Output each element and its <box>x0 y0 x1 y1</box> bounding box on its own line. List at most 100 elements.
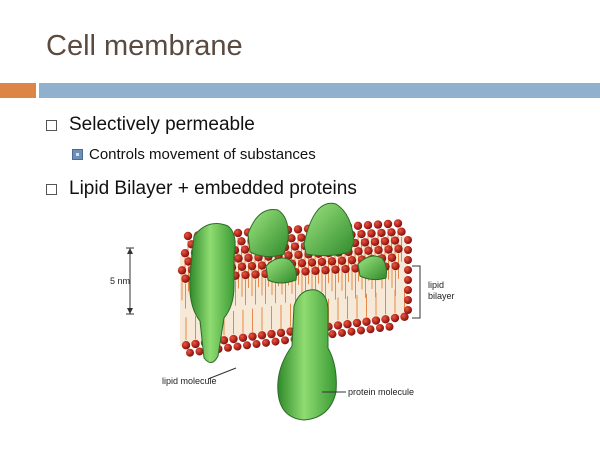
lipid-head <box>281 336 289 345</box>
protein-top-center <box>247 209 289 258</box>
lipid-head <box>390 236 400 245</box>
lipid-head <box>184 257 193 266</box>
lipid-head <box>343 320 352 329</box>
lipid-head <box>252 340 261 349</box>
scale-bar <box>126 247 134 315</box>
lipid-head <box>347 327 356 336</box>
lipid-head <box>366 325 375 334</box>
lipid-head <box>219 336 229 345</box>
lipid-head <box>287 234 296 243</box>
lipid-head <box>229 334 238 344</box>
lipid-head <box>364 246 373 255</box>
lipid-head <box>373 220 383 229</box>
bullet-square-icon <box>46 183 57 195</box>
lipid-head <box>347 255 357 265</box>
lipid-head <box>374 245 383 255</box>
lipid-head <box>363 221 373 230</box>
bullet-1-text: Selectively permeable <box>69 114 255 135</box>
bullet-1: Selectively permeable <box>46 114 255 136</box>
lipid-head <box>333 321 343 330</box>
bullet-2-text: Lipid Bilayer + embedded proteins <box>69 178 357 199</box>
lipid-head <box>404 296 412 304</box>
lipid-head <box>257 331 267 340</box>
lipid-head <box>387 253 397 262</box>
lipid-head <box>177 266 187 275</box>
lipid-head <box>224 343 232 352</box>
protein-mid <box>265 257 297 284</box>
lipid-head <box>360 238 370 247</box>
lipid-head <box>233 228 243 238</box>
lipid-head <box>384 245 393 254</box>
lipid-head <box>237 262 247 271</box>
lipid-bilayer-diagram: 5 nm lipid bilayer lipid molecule protei… <box>110 202 455 421</box>
lipid-head <box>248 332 257 341</box>
lipid-head <box>357 229 366 239</box>
lipid-head <box>328 330 337 339</box>
lipid-head <box>351 264 360 273</box>
lipid-head <box>337 256 347 265</box>
lipid-head <box>276 328 286 338</box>
membrane-figure: 5 nm lipid bilayer lipid molecule protei… <box>108 196 468 446</box>
lipid-head <box>293 225 303 234</box>
lipid-head <box>391 261 400 271</box>
lipid-head <box>367 229 376 238</box>
lipid-head <box>247 261 257 271</box>
sub-bullet-1-text: Controls movement of substances <box>89 146 316 163</box>
lipid-callout-line <box>207 367 237 380</box>
lipid-head <box>321 266 330 275</box>
lipid-head <box>404 246 412 254</box>
lipid-head <box>404 256 412 264</box>
lipid-head <box>352 318 362 328</box>
lipid-head <box>371 316 381 325</box>
lipid-head <box>317 257 327 267</box>
lipid-head <box>301 267 310 276</box>
lipid-head <box>370 237 380 246</box>
lipid-head <box>181 341 191 350</box>
lipid-head <box>244 253 253 263</box>
sub-bullet-square-icon <box>72 149 83 160</box>
lipid-head <box>341 264 350 274</box>
lipid-head <box>243 341 251 350</box>
lipid-label: lipid molecule <box>162 376 217 386</box>
lipid-head <box>311 266 320 276</box>
layer-label-2: bilayer <box>428 291 455 301</box>
lipid-head <box>353 221 363 230</box>
lipid-head <box>195 347 204 356</box>
lipid-head <box>307 258 317 267</box>
lipid-head <box>394 244 403 254</box>
lipid-head <box>377 228 386 238</box>
lipid-head <box>376 324 384 332</box>
lipid-head <box>362 317 371 326</box>
bullet-2: Lipid Bilayer + embedded proteins <box>46 178 357 200</box>
lipid-head <box>404 286 412 294</box>
lipid-head <box>357 326 365 335</box>
lipid-head <box>234 254 243 263</box>
lipid-head <box>387 228 396 237</box>
lipid-head <box>297 233 306 242</box>
protein-right-small <box>357 255 387 281</box>
lipid-head <box>237 237 246 246</box>
lipid-head <box>354 247 363 256</box>
lipid-head <box>380 236 390 246</box>
protein-left <box>189 223 236 363</box>
lipid-head <box>191 339 200 349</box>
lipid-head <box>297 258 307 268</box>
scale-label: 5 nm <box>110 276 130 286</box>
lipid-head <box>397 227 406 236</box>
lipid-head <box>400 312 409 322</box>
lipid-head <box>251 270 260 279</box>
lipid-head <box>241 270 250 280</box>
lipid-head <box>327 257 337 266</box>
lipid-head <box>186 348 194 357</box>
lipid-head <box>238 333 248 343</box>
accent-bar-blue <box>39 83 600 98</box>
lipid-head <box>181 274 190 283</box>
sub-bullet-1: Controls movement of substances <box>72 146 316 163</box>
lipid-head <box>404 306 412 314</box>
lipid-head <box>290 242 300 251</box>
lipid-head <box>284 251 293 260</box>
lipid-head <box>267 329 276 339</box>
lipid-head <box>385 322 394 331</box>
lipid-head <box>393 219 403 228</box>
lipid-head <box>262 338 270 347</box>
